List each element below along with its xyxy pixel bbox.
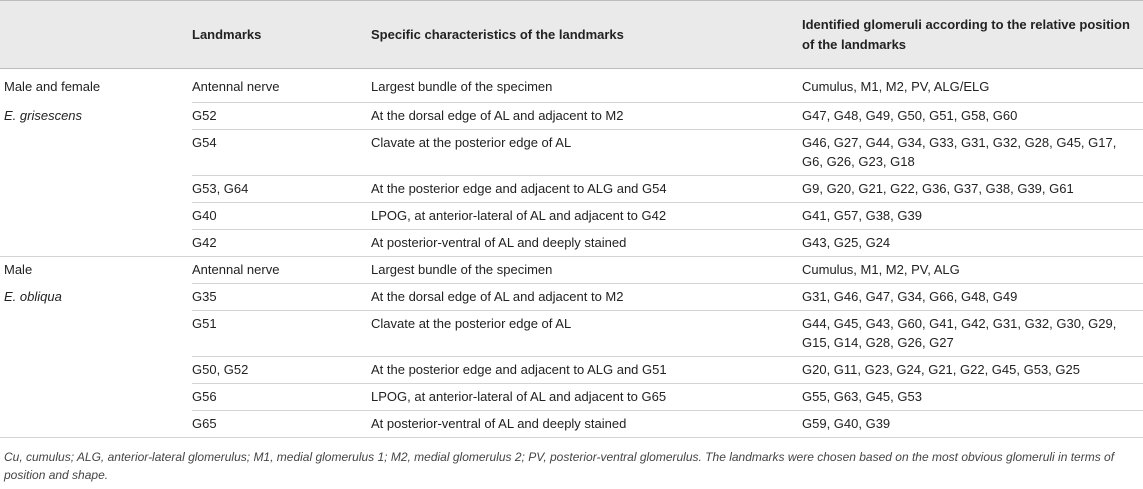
group-empty: [0, 229, 192, 257]
glomeruli-cell: G47, G48, G49, G50, G51, G58, G60: [802, 102, 1143, 130]
table-row: Male and female Antennal nerve Largest b…: [0, 68, 1143, 103]
characteristic-cell: At the posterior edge and adjacent to AL…: [371, 356, 802, 384]
group-label: Male and female: [4, 79, 101, 94]
glomeruli-cell: G9, G20, G21, G22, G36, G37, G38, G39, G…: [802, 175, 1143, 203]
characteristic-cell: At the dorsal edge of AL and adjacent to…: [371, 283, 802, 311]
glomeruli-cell: G55, G63, G45, G53: [802, 383, 1143, 411]
table-row: G65 At posterior-ventral of AL and deepl…: [0, 410, 1143, 438]
characteristic-cell: At posterior-ventral of AL and deeply st…: [371, 410, 802, 438]
landmark-cell: G54: [192, 129, 371, 176]
characteristic-cell: At posterior-ventral of AL and deeply st…: [371, 229, 802, 257]
landmark-cell: G56: [192, 383, 371, 411]
characteristic-cell: LPOG, at anterior-lateral of AL and adja…: [371, 202, 802, 230]
table-row: G56 LPOG, at anterior-lateral of AL and …: [0, 383, 1143, 411]
table-row: G51 Clavate at the posterior edge of AL …: [0, 310, 1143, 357]
table-row: E. grisescens G52 At the dorsal edge of …: [0, 102, 1143, 130]
header-row: Landmarks Specific characteristics of th…: [0, 0, 1143, 69]
landmark-cell: Antennal nerve: [192, 256, 371, 284]
header-group: [0, 0, 192, 69]
table-row: G53, G64 At the posterior edge and adjac…: [0, 175, 1143, 203]
table-row: Male Antennal nerve Largest bundle of th…: [0, 256, 1143, 284]
glomeruli-cell: G59, G40, G39: [802, 410, 1143, 438]
group-empty: [0, 176, 192, 203]
landmark-cell: G35: [192, 283, 371, 311]
group-species: E. grisescens: [4, 107, 83, 123]
header-landmarks: Landmarks: [192, 0, 371, 69]
characteristic-cell: Largest bundle of the specimen: [371, 68, 802, 103]
glomeruli-cell: G44, G45, G43, G60, G41, G42, G31, G32, …: [802, 310, 1143, 357]
characteristic-cell: At the dorsal edge of AL and adjacent to…: [371, 102, 802, 130]
glomeruli-cell: Cumulus, M1, M2, PV, ALG: [802, 256, 1143, 284]
glomeruli-cell: G41, G57, G38, G39: [802, 202, 1143, 230]
characteristic-cell: Clavate at the posterior edge of AL: [371, 129, 802, 176]
landmark-cell: G40: [192, 202, 371, 230]
table-row: G54 Clavate at the posterior edge of AL …: [0, 129, 1143, 176]
characteristic-cell: At the posterior edge and adjacent to AL…: [371, 175, 802, 203]
landmark-cell: G53, G64: [192, 175, 371, 203]
characteristic-cell: LPOG, at anterior-lateral of AL and adja…: [371, 383, 802, 411]
group-empty: [0, 203, 192, 230]
table-row: E. obliqua G35 At the dorsal edge of AL …: [0, 283, 1143, 311]
landmarks-table: Landmarks Specific characteristics of th…: [0, 0, 1143, 438]
table-footnote: Cu, cumulus; ALG, anterior-lateral glome…: [4, 450, 1115, 482]
landmark-cell: G51: [192, 310, 371, 357]
landmark-cell: Antennal nerve: [192, 68, 371, 103]
header-glomeruli: Identified glomeruli according to the re…: [802, 0, 1143, 69]
group-empty: [0, 357, 192, 384]
landmark-cell: G50, G52: [192, 356, 371, 384]
group-empty: [0, 311, 192, 357]
header-characteristics: Specific characteristics of the landmark…: [371, 0, 802, 69]
glomeruli-cell: G31, G46, G47, G34, G66, G48, G49: [802, 283, 1143, 311]
glomeruli-cell: Cumulus, M1, M2, PV, ALG/ELG: [802, 68, 1143, 103]
table-body: Male and female Antennal nerve Largest b…: [0, 68, 1143, 438]
characteristic-cell: Clavate at the posterior edge of AL: [371, 310, 802, 357]
landmark-cell: G65: [192, 410, 371, 438]
table-row: G40 LPOG, at anterior-lateral of AL and …: [0, 202, 1143, 230]
glomeruli-cell: G43, G25, G24: [802, 229, 1143, 257]
group-empty: [0, 384, 192, 411]
table-header: Landmarks Specific characteristics of th…: [0, 0, 1143, 69]
characteristic-cell: Largest bundle of the specimen: [371, 256, 802, 284]
group-empty: [0, 130, 192, 176]
landmark-cell: G52: [192, 102, 371, 130]
landmark-cell: G42: [192, 229, 371, 257]
group-species: E. obliqua: [4, 288, 62, 304]
glomeruli-cell: G20, G11, G23, G24, G21, G22, G45, G53, …: [802, 356, 1143, 384]
group-label: Male: [4, 262, 33, 277]
group-empty: [0, 410, 192, 438]
glomeruli-cell: G46, G27, G44, G34, G33, G31, G32, G28, …: [802, 129, 1143, 176]
table-row: G42 At posterior-ventral of AL and deepl…: [0, 229, 1143, 257]
table-row: G50, G52 At the posterior edge and adjac…: [0, 356, 1143, 384]
